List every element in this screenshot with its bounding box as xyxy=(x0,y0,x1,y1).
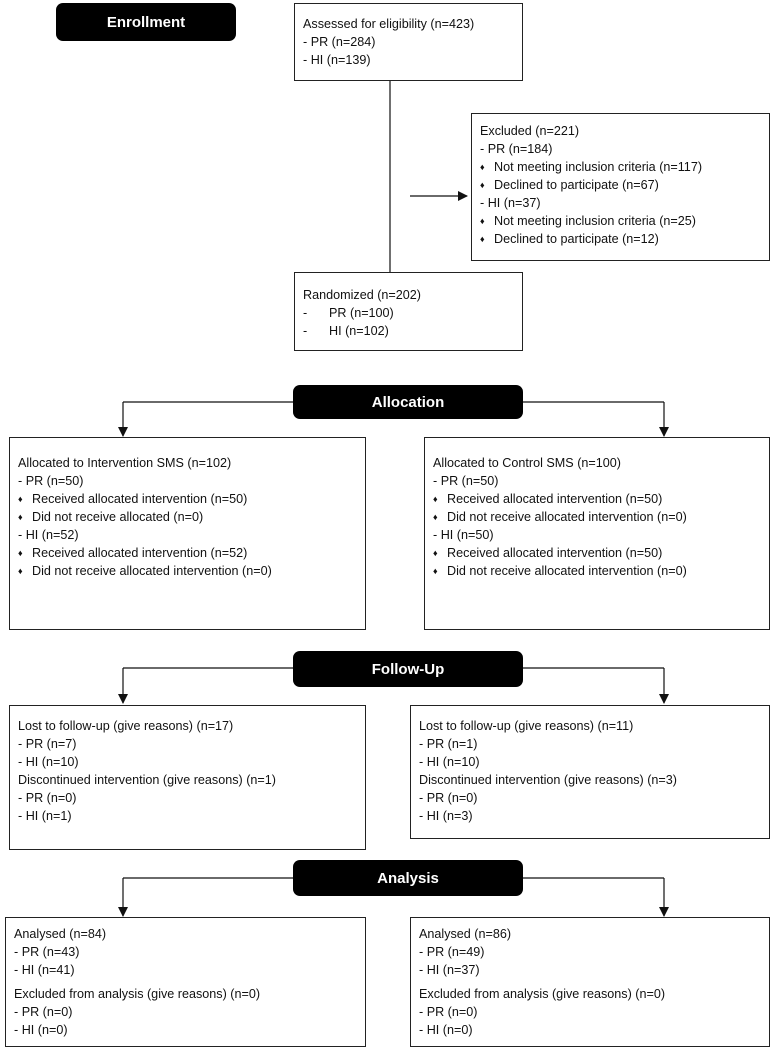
allocated-intervention-title: Allocated to Intervention SMS (n=102) xyxy=(18,456,232,470)
allocated-control-hi: - HI (n=50) xyxy=(433,528,494,542)
randomized-box: Randomized (n=202) -PR (n=100) -HI (n=10… xyxy=(294,272,523,351)
followup-control-lost-pr: - PR (n=1) xyxy=(419,737,478,751)
followup-control-box: Lost to follow-up (give reasons) (n=11) … xyxy=(410,705,770,839)
allocation-label: Allocation xyxy=(293,385,523,419)
followup-control-disc-hi: - HI (n=3) xyxy=(419,809,473,823)
allocated-control-pr: - PR (n=50) xyxy=(433,474,499,488)
excluded-title: Excluded (n=221) xyxy=(480,124,580,138)
allocated-intervention-pr-not-received: Did not receive allocated (n=0) xyxy=(18,508,357,526)
followup-control-lost: Lost to follow-up (give reasons) (n=11) xyxy=(419,719,634,733)
analysis-intervention-hi: - HI (n=41) xyxy=(14,963,75,977)
allocated-intervention-pr: - PR (n=50) xyxy=(18,474,84,488)
allocated-control-pr-received: Received allocated intervention (n=50) xyxy=(433,490,761,508)
analysis-intervention-ex-hi: - HI (n=0) xyxy=(14,1023,68,1037)
followup-intervention-discontinued: Discontinued intervention (give reasons)… xyxy=(18,773,276,787)
followup-intervention-lost: Lost to follow-up (give reasons) (n=17) xyxy=(18,719,234,733)
allocated-control-pr-not-received: Did not receive allocated intervention (… xyxy=(433,508,761,526)
analysis-control-analysed: Analysed (n=86) xyxy=(419,927,512,941)
assessed-box: Assessed for eligibility (n=423) - PR (n… xyxy=(294,3,523,81)
excluded-hi-declined: Declined to participate (n=12) xyxy=(480,230,761,248)
analysis-control-pr: - PR (n=49) xyxy=(419,945,485,959)
allocated-control-box: Allocated to Control SMS (n=100) - PR (n… xyxy=(424,437,770,630)
allocated-control-hi-not-received: Did not receive allocated intervention (… xyxy=(433,562,761,580)
followup-control-discontinued: Discontinued intervention (give reasons)… xyxy=(419,773,677,787)
analysis-control-excluded: Excluded from analysis (give reasons) (n… xyxy=(419,987,666,1001)
analysis-intervention-ex-pr: - PR (n=0) xyxy=(14,1005,73,1019)
analysis-label: Analysis xyxy=(293,860,523,896)
analysis-intervention-excluded: Excluded from analysis (give reasons) (n… xyxy=(14,987,261,1001)
followup-intervention-lost-hi: - HI (n=10) xyxy=(18,755,79,769)
excluded-box: Excluded (n=221) - PR (n=184) Not meetin… xyxy=(471,113,770,261)
analysis-control-box: Analysed (n=86) - PR (n=49) - HI (n=37) … xyxy=(410,917,770,1047)
randomized-pr: -PR (n=100) xyxy=(303,306,394,320)
allocated-control-hi-received: Received allocated intervention (n=50) xyxy=(433,544,761,562)
allocated-intervention-hi-not-received: Did not receive allocated intervention (… xyxy=(18,562,357,580)
analysis-intervention-analysed: Analysed (n=84) xyxy=(14,927,107,941)
excluded-hi-not-meeting: Not meeting inclusion criteria (n=25) xyxy=(480,212,761,230)
followup-control-lost-hi: - HI (n=10) xyxy=(419,755,480,769)
excluded-hi: - HI (n=37) xyxy=(480,196,541,210)
excluded-pr-declined: Declined to participate (n=67) xyxy=(480,176,761,194)
assessed-hi: - HI (n=139) xyxy=(303,53,371,67)
follow-up-label: Follow-Up xyxy=(293,651,523,687)
followup-intervention-disc-hi: - HI (n=1) xyxy=(18,809,72,823)
allocated-intervention-hi-received: Received allocated intervention (n=52) xyxy=(18,544,357,562)
allocated-control-title: Allocated to Control SMS (n=100) xyxy=(433,456,621,470)
allocated-intervention-hi: - HI (n=52) xyxy=(18,528,79,542)
assessed-pr: - PR (n=284) xyxy=(303,35,376,49)
allocated-intervention-box: Allocated to Intervention SMS (n=102) - … xyxy=(9,437,366,630)
analysis-intervention-box: Analysed (n=84) - PR (n=43) - HI (n=41) … xyxy=(5,917,366,1047)
analysis-intervention-pr: - PR (n=43) xyxy=(14,945,80,959)
enrollment-label: Enrollment xyxy=(56,3,236,41)
analysis-control-hi: - HI (n=37) xyxy=(419,963,480,977)
followup-intervention-lost-pr: - PR (n=7) xyxy=(18,737,77,751)
assessed-title: Assessed for eligibility (n=423) xyxy=(303,17,475,31)
followup-intervention-box: Lost to follow-up (give reasons) (n=17) … xyxy=(9,705,366,850)
analysis-control-ex-hi: - HI (n=0) xyxy=(419,1023,473,1037)
excluded-pr-not-meeting: Not meeting inclusion criteria (n=117) xyxy=(480,158,761,176)
analysis-control-ex-pr: - PR (n=0) xyxy=(419,1005,478,1019)
randomized-hi: -HI (n=102) xyxy=(303,324,389,338)
followup-control-disc-pr: - PR (n=0) xyxy=(419,791,478,805)
randomized-title: Randomized (n=202) xyxy=(303,288,421,302)
excluded-pr: - PR (n=184) xyxy=(480,142,553,156)
followup-intervention-disc-pr: - PR (n=0) xyxy=(18,791,77,805)
allocated-intervention-pr-received: Received allocated intervention (n=50) xyxy=(18,490,357,508)
